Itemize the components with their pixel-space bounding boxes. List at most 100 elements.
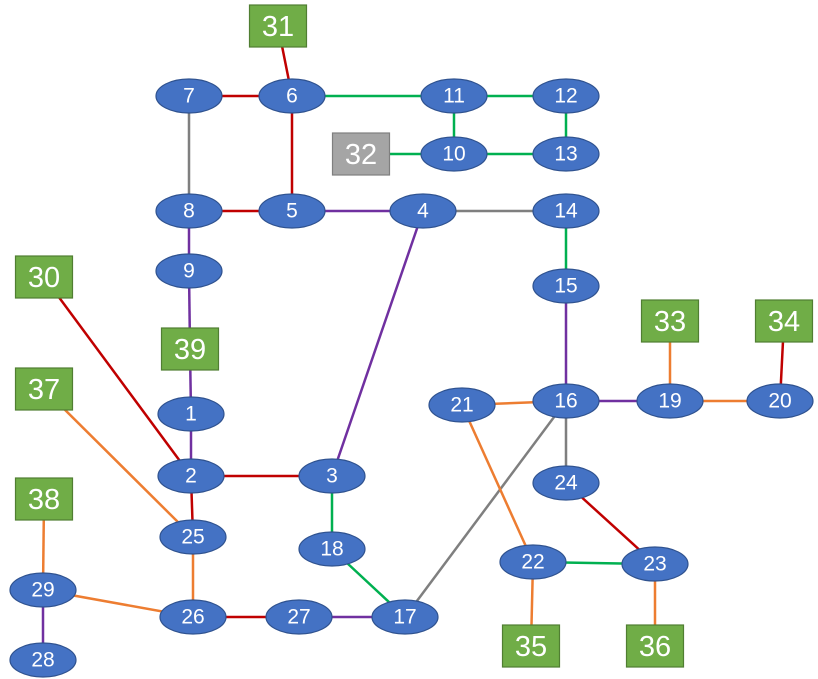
bus-label: 8 xyxy=(183,200,195,223)
bus-shape xyxy=(746,383,814,419)
bus-shape xyxy=(532,136,600,172)
bus-label: 14 xyxy=(554,200,578,223)
edge-4-3 xyxy=(330,210,425,477)
bus-label: 22 xyxy=(521,551,544,574)
bus-label: 6 xyxy=(286,85,298,108)
bus-label: 20 xyxy=(768,390,791,413)
bus-label: 19 xyxy=(658,390,681,413)
generator-shape xyxy=(14,477,74,521)
bus-shape xyxy=(532,268,600,304)
generator-shape xyxy=(14,367,74,411)
bus-label: 7 xyxy=(183,85,195,108)
bus-label: 12 xyxy=(554,85,577,108)
generator-node-31: 31 xyxy=(248,4,308,48)
generator-node-33: 33 xyxy=(640,299,700,343)
generator-label: 35 xyxy=(515,631,547,663)
bus-label: 24 xyxy=(554,472,578,495)
bus-label: 21 xyxy=(450,394,473,417)
bus-node-8: 8 xyxy=(155,193,223,229)
bus-label: 25 xyxy=(181,526,204,549)
bus-node-7: 7 xyxy=(155,78,223,114)
bus-label: 15 xyxy=(554,275,577,298)
bus-node-10: 10 xyxy=(420,136,488,172)
bus-node-23: 23 xyxy=(621,546,689,582)
bus-shape xyxy=(155,78,223,114)
bus-label: 17 xyxy=(393,606,416,629)
generator-label: 36 xyxy=(639,631,671,663)
generator-shape xyxy=(331,132,391,176)
bus-node-2: 2 xyxy=(157,458,225,494)
generator-shape xyxy=(14,255,74,299)
bus-node-29: 29 xyxy=(9,572,77,608)
bus-node-17: 17 xyxy=(371,599,439,635)
bus-node-13: 13 xyxy=(532,136,600,172)
edge-37-25 xyxy=(43,388,194,538)
bus-label: 9 xyxy=(183,260,195,283)
generator-node-38: 38 xyxy=(14,477,74,521)
generator-label: 30 xyxy=(28,262,60,294)
bus-shape xyxy=(9,642,77,678)
bus-shape xyxy=(155,253,223,289)
bus-node-3: 3 xyxy=(298,458,366,494)
bus-shape xyxy=(258,193,326,229)
bus-shape xyxy=(428,387,496,423)
edge-21-22 xyxy=(460,404,535,563)
bus-node-18: 18 xyxy=(298,531,366,567)
bus-node-4: 4 xyxy=(389,193,457,229)
bus-node-6: 6 xyxy=(258,78,326,114)
bus-node-12: 12 xyxy=(532,78,600,114)
bus-shape xyxy=(159,519,227,555)
bus-shape xyxy=(155,193,223,229)
edge-16-17 xyxy=(403,400,568,618)
bus-node-26: 26 xyxy=(159,599,227,635)
bus-shape xyxy=(499,544,567,580)
bus-shape xyxy=(420,78,488,114)
generator-label: 32 xyxy=(345,139,377,171)
generator-shape xyxy=(248,4,308,48)
bus-shape xyxy=(532,78,600,114)
bus-shape xyxy=(157,458,225,494)
bus-node-24: 24 xyxy=(532,465,600,501)
bus-label: 23 xyxy=(643,553,666,576)
generator-node-32: 32 xyxy=(331,132,391,176)
bus-label: 13 xyxy=(554,143,577,166)
bus-shape xyxy=(532,383,600,419)
bus-node-14: 14 xyxy=(532,193,600,229)
bus-shape xyxy=(265,599,333,635)
generator-label: 34 xyxy=(768,306,800,338)
bus-label: 3 xyxy=(326,465,338,488)
bus-shape xyxy=(258,78,326,114)
bus-shape xyxy=(159,599,227,635)
generator-shape xyxy=(501,624,561,668)
bus-shape xyxy=(298,458,366,494)
bus-node-5: 5 xyxy=(258,193,326,229)
generator-label: 37 xyxy=(28,374,60,406)
generator-node-37: 37 xyxy=(14,367,74,411)
bus-node-25: 25 xyxy=(159,519,227,555)
bus-label: 1 xyxy=(185,403,197,426)
bus-label: 2 xyxy=(185,465,197,488)
generator-label: 38 xyxy=(28,484,60,516)
bus-shape xyxy=(9,572,77,608)
generator-node-30: 30 xyxy=(14,255,74,299)
bus-label: 28 xyxy=(31,649,54,672)
bus-node-22: 22 xyxy=(499,544,567,580)
bus-label: 16 xyxy=(554,390,577,413)
generator-shape xyxy=(625,624,685,668)
bus-node-19: 19 xyxy=(636,383,704,419)
bus-node-20: 20 xyxy=(746,383,814,419)
bus-shape xyxy=(621,546,689,582)
bus-label: 18 xyxy=(320,538,343,561)
bus-label: 26 xyxy=(181,606,204,629)
bus-node-21: 21 xyxy=(428,387,496,423)
generator-shape xyxy=(160,327,220,371)
bus-node-1: 1 xyxy=(157,396,225,432)
generator-shape xyxy=(754,299,814,343)
generator-shape xyxy=(640,299,700,343)
generator-node-34: 34 xyxy=(754,299,814,343)
bus-shape xyxy=(157,396,225,432)
bus-shape xyxy=(298,531,366,567)
bus-shape xyxy=(532,465,600,501)
bus-shape xyxy=(420,136,488,172)
